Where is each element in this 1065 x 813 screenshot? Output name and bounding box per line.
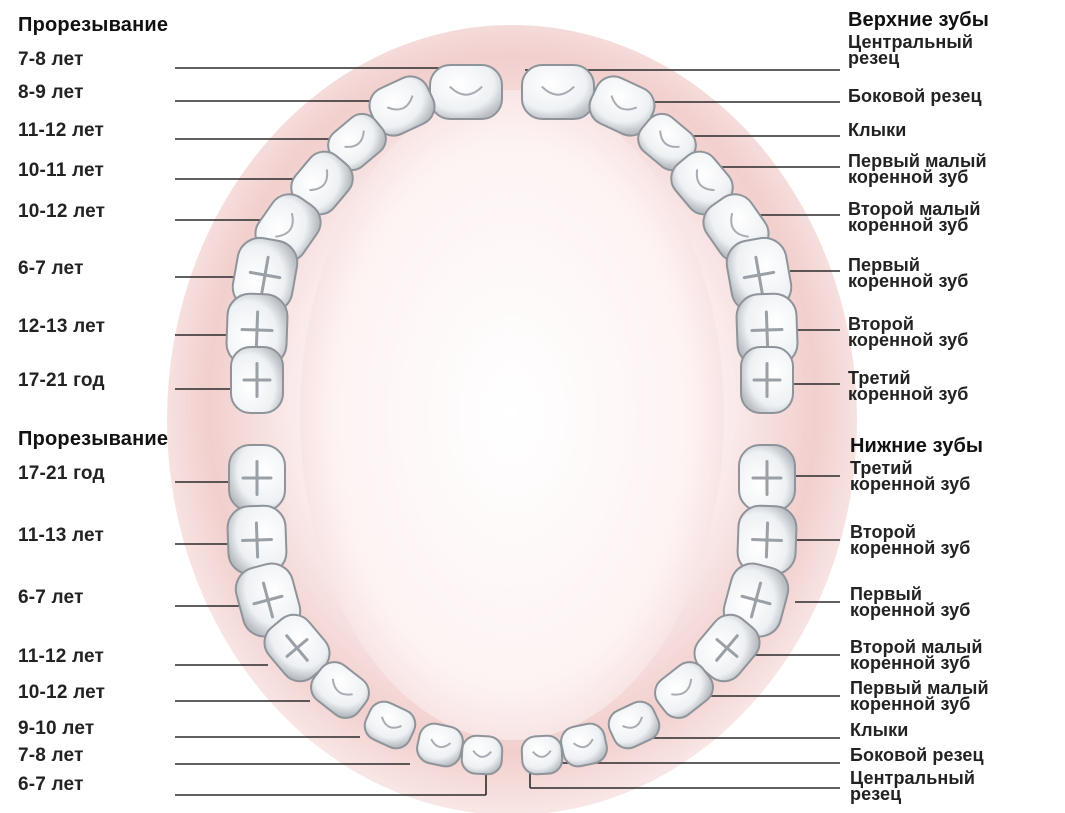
right-upper-tooth-label: Боковой резец	[848, 88, 982, 104]
left-upper-eruption-label: 10-11 лет	[18, 161, 104, 180]
palate-area	[300, 90, 724, 740]
upper-tooth	[231, 347, 283, 413]
left-upper-eruption-label: 12-13 лет	[18, 317, 105, 336]
left-lower-heading: Прорезывание	[18, 430, 168, 449]
right-upper-tooth-label: Клыки	[848, 122, 906, 138]
lower-tooth	[521, 735, 563, 775]
right-upper-tooth-label: Первый малый коренной зуб	[848, 153, 987, 185]
right-upper-tooth-label: Первый коренной зуб	[848, 257, 968, 289]
right-upper-tooth-label: Центральный резец	[848, 34, 973, 66]
left-lower-eruption-label: 11-13 лет	[18, 526, 104, 545]
right-lower-tooth-label: Клыки	[850, 722, 908, 738]
right-lower-tooth-label: Третий коренной зуб	[850, 460, 970, 492]
right-lower-heading: Нижние зубы	[850, 436, 983, 456]
right-lower-tooth-label: Первый малый коренной зуб	[850, 680, 989, 712]
left-upper-eruption-label: 8-9 лет	[18, 83, 84, 102]
left-lower-eruption-label: 6-7 лет	[18, 775, 84, 794]
lower-tooth	[229, 445, 285, 511]
lower-tooth	[739, 445, 795, 511]
left-lower-eruption-label: 6-7 лет	[18, 588, 84, 607]
right-lower-tooth-label: Второй малый коренной зуб	[850, 639, 983, 671]
upper-tooth	[522, 65, 594, 119]
left-lower-eruption-label: 7-8 лет	[18, 746, 84, 765]
left-upper-eruption-label: 6-7 лет	[18, 259, 84, 278]
right-lower-tooth-label: Первый коренной зуб	[850, 586, 970, 618]
left-upper-heading: Прорезывание	[18, 16, 168, 35]
left-upper-eruption-label: 10-12 лет	[18, 202, 105, 221]
lower-tooth	[461, 735, 503, 775]
right-lower-tooth-label: Второй коренной зуб	[850, 524, 970, 556]
right-lower-tooth-label: Центральный резец	[850, 770, 975, 802]
upper-tooth	[741, 347, 793, 413]
left-lower-eruption-label: 11-12 лет	[18, 647, 104, 666]
upper-tooth	[430, 65, 502, 119]
left-upper-eruption-label: 7-8 лет	[18, 50, 84, 69]
left-lower-eruption-label: 10-12 лет	[18, 683, 105, 702]
right-upper-tooth-label: Второй коренной зуб	[848, 316, 968, 348]
right-lower-tooth-label: Боковой резец	[850, 747, 984, 763]
right-upper-tooth-label: Второй малый коренной зуб	[848, 201, 981, 233]
right-upper-heading: Верхние зубы	[848, 10, 989, 30]
right-upper-tooth-label: Третий коренной зуб	[848, 370, 968, 402]
left-upper-eruption-label: 17-21 год	[18, 371, 105, 390]
left-upper-eruption-label: 11-12 лет	[18, 121, 104, 140]
left-lower-eruption-label: 9-10 лет	[18, 719, 94, 738]
left-lower-eruption-label: 17-21 год	[18, 464, 105, 483]
